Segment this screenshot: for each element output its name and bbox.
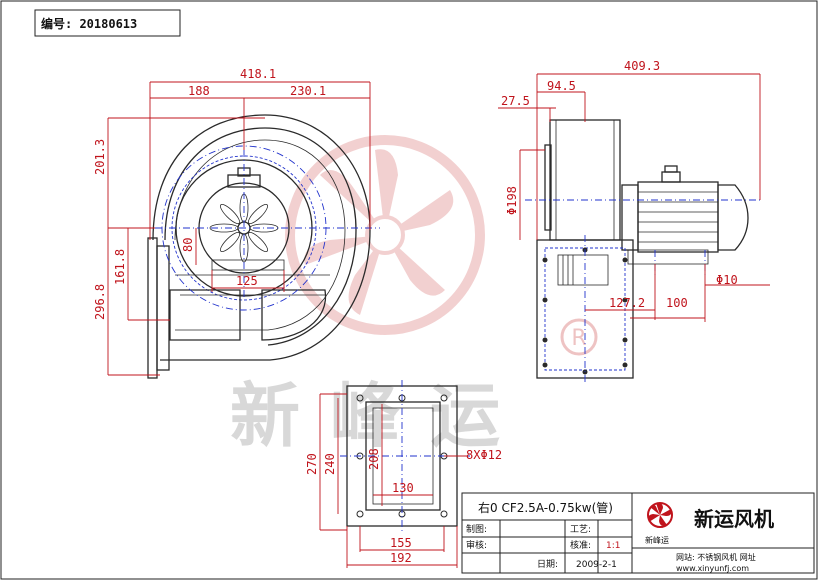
logo-text: 新峰运 bbox=[645, 535, 669, 545]
dim-front-left-width: 188 bbox=[188, 84, 210, 98]
review-label: 审核: bbox=[466, 539, 487, 551]
watermark-text: 新峰运 bbox=[230, 375, 530, 457]
dim-side-inlet-dia: Φ198 bbox=[505, 186, 519, 215]
dim-flange-inner-width: 130 bbox=[392, 481, 414, 495]
svg-text:R: R bbox=[571, 326, 586, 351]
dim-flange-mid-width: 155 bbox=[390, 536, 412, 550]
process-label: 工艺: bbox=[570, 524, 591, 535]
side-view bbox=[525, 119, 760, 385]
website-url: www.xinyunfj.com bbox=[676, 564, 749, 573]
dim-side-foot-width: 100 bbox=[666, 296, 688, 310]
company-name: 新运风机 bbox=[694, 507, 774, 531]
dim-side-hole-dia: Φ10 bbox=[716, 273, 738, 287]
drawing-number: 编号: 20180613 bbox=[40, 16, 137, 31]
date-value: 2009-2-1 bbox=[576, 560, 617, 570]
dim-flange-holes: 8XΦ12 bbox=[466, 448, 502, 462]
title-block: 右0 CF2.5A-0.75kw(管) 制图: 审核: 日期: 工艺: 核准: … bbox=[461, 492, 815, 574]
dim-flange-mid-height: 240 bbox=[323, 453, 337, 475]
dim-side-inner-width: 94.5 bbox=[547, 79, 576, 93]
dim-front-total-height: 296.8 bbox=[93, 284, 107, 320]
dim-flange-outer-height: 270 bbox=[305, 453, 319, 475]
dim-flange-inner-height: 208 bbox=[367, 448, 381, 470]
drawing-number-box: 编号: 20180613 bbox=[34, 9, 181, 37]
dim-front-base-width: 125 bbox=[236, 274, 258, 288]
dim-front-right-width: 230.1 bbox=[290, 84, 326, 98]
company-logo-icon bbox=[647, 502, 673, 528]
dim-front-mid-height: 161.8 bbox=[113, 249, 127, 285]
draw-label: 制图: bbox=[466, 523, 487, 535]
watermark-logo bbox=[285, 135, 485, 335]
dim-side-total-width: 409.3 bbox=[624, 59, 660, 73]
dim-side-flange-width: 27.5 bbox=[501, 94, 530, 108]
side-dimensions: 409.3 94.5 27.5 Φ198 127.2 100 Φ10 bbox=[498, 59, 770, 322]
dim-front-total-width: 418.1 bbox=[240, 67, 276, 81]
dim-flange-outer-width: 192 bbox=[390, 551, 412, 565]
website-label: 网站: 不锈钢风机 网址 bbox=[676, 552, 756, 562]
dim-front-top-height: 201.3 bbox=[93, 139, 107, 175]
flange-dimensions: 270 240 208 8XΦ12 130 155 192 bbox=[305, 393, 502, 568]
scale-value: 1:1 bbox=[606, 541, 620, 551]
front-dimensions: 418.1 188 230.1 201.3 161.8 296.8 80 125 bbox=[93, 67, 371, 376]
date-label: 日期: bbox=[537, 559, 558, 570]
dim-front-inlet-height: 80 bbox=[181, 238, 195, 252]
model-name: 右0 CF2.5A-0.75kw(管) bbox=[478, 500, 613, 515]
registered-mark: R bbox=[560, 318, 598, 356]
approve-label: 核准: bbox=[570, 539, 591, 551]
front-view bbox=[147, 114, 380, 379]
dim-side-foot-spacing: 127.2 bbox=[609, 296, 645, 310]
